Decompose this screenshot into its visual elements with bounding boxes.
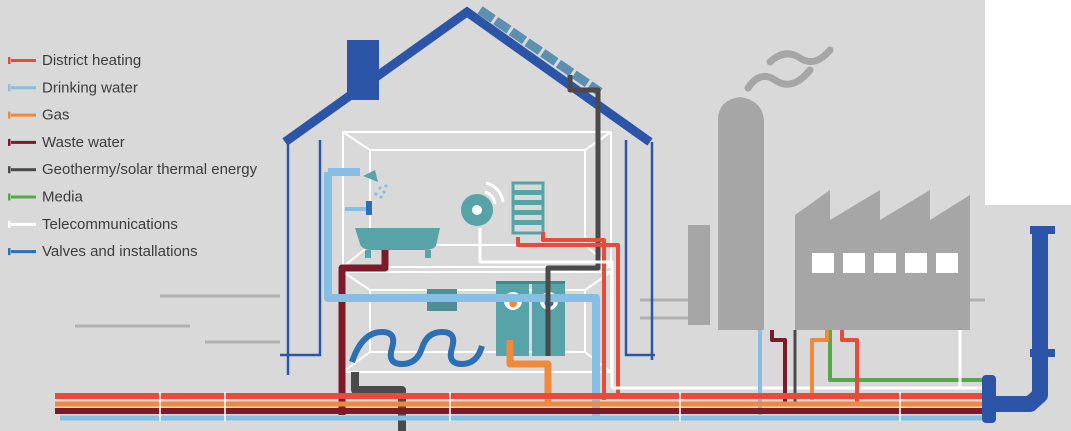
house-roof <box>282 6 653 146</box>
legend-item: Valves and installations <box>8 243 198 260</box>
legend-item: Drinking water <box>8 79 138 96</box>
legend-item: Gas <box>8 107 70 124</box>
legend-label: Telecommunications <box>42 216 178 233</box>
background-panel-right <box>985 205 1071 431</box>
light-blue-pipe-swatch-cap <box>8 84 11 92</box>
pipe-joints <box>159 392 901 421</box>
orange-pipe-swatch-cap <box>8 111 11 119</box>
orange-pipe-swatch <box>11 113 36 117</box>
tap-icon <box>345 201 372 215</box>
red-pipe-swatch-cap <box>8 57 11 64</box>
main-pipelines <box>55 393 985 421</box>
dark-red-pipe-swatch <box>11 140 36 144</box>
main-valve-pipe <box>985 226 1055 412</box>
house-wall-right <box>624 140 655 357</box>
house-pipes <box>324 75 982 431</box>
solar-panel <box>477 6 603 96</box>
wireless-thermostat-icon <box>461 181 505 226</box>
dark-red-pipe-swatch-cap <box>8 138 11 146</box>
valve-flange <box>982 375 996 423</box>
legend-label: Geothermy/solar thermal energy <box>42 161 258 178</box>
house <box>280 6 655 375</box>
green-pipe-swatch-cap <box>8 193 11 201</box>
light-blue-pipe-swatch <box>11 86 36 90</box>
factory-pipes <box>758 330 982 415</box>
shower-head-icon <box>363 170 388 199</box>
dark-gray-pipe-swatch-cap <box>8 166 11 174</box>
legend-item: Media <box>8 189 84 206</box>
legend-label: Drinking water <box>42 79 138 96</box>
underfloor-heating-coil <box>349 328 485 368</box>
factory-smoke <box>744 46 834 92</box>
bathtub <box>355 228 440 258</box>
factory-small-tower <box>688 225 710 325</box>
white-pipe-swatch-cap <box>8 220 11 228</box>
legend-label: Valves and installations <box>42 243 198 260</box>
legend-item: District heating <box>8 52 141 69</box>
legend-label: District heating <box>42 52 141 69</box>
factory-chimney <box>718 97 764 330</box>
legend-item: Telecommunications <box>8 216 178 233</box>
legend-item: Geothermy/solar thermal energy <box>8 161 258 178</box>
dark-gray-pipe-swatch <box>11 168 36 172</box>
legend-label: Gas <box>42 107 70 124</box>
house-wall-left <box>280 140 322 357</box>
legend-item: Waste water <box>8 134 125 151</box>
radiator-icon <box>511 181 545 235</box>
legend-label: Media <box>42 189 84 206</box>
white-pipe-swatch <box>11 222 36 226</box>
green-pipe-swatch <box>11 195 36 199</box>
blue-pipe-swatch <box>11 250 36 254</box>
blue-pipe-swatch-cap <box>8 248 11 256</box>
factory-windows <box>812 253 958 273</box>
legend-label: Waste water <box>42 134 125 151</box>
red-pipe-swatch <box>11 59 36 62</box>
